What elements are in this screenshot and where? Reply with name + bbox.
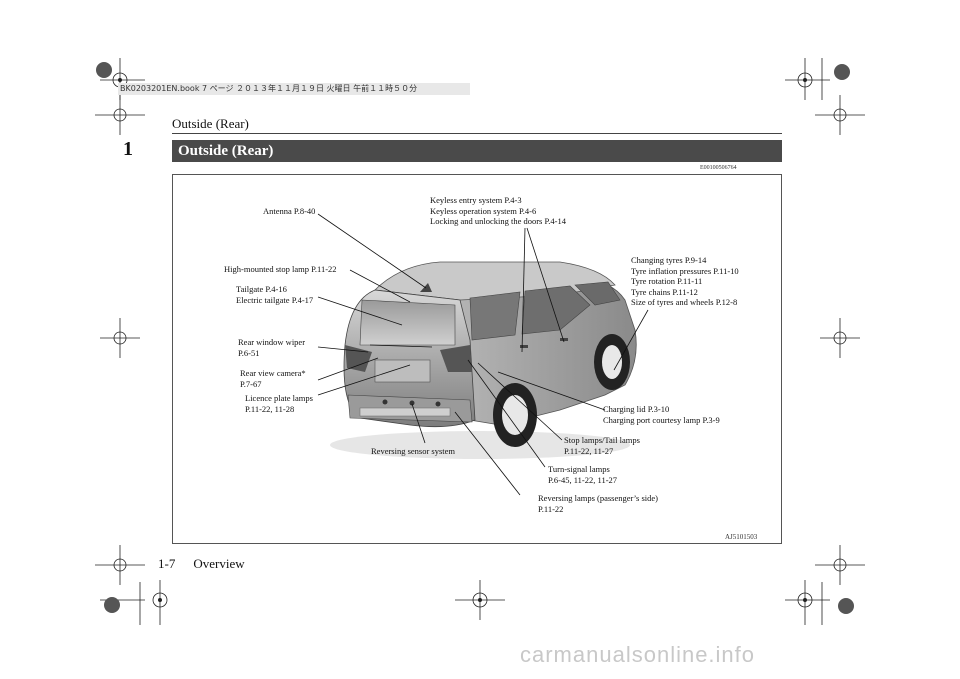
chapter-tab-number: 1 <box>123 138 133 160</box>
section-title: Outside (Rear) <box>172 140 782 162</box>
page-number: 1-7 <box>158 556 176 571</box>
figure-code: AJ5101503 <box>725 533 758 541</box>
callout-high-mounted-stop-lamp: High-mounted stop lamp P.11-22 <box>224 264 337 274</box>
callout-rear-view-camera: Rear view camera*P.7-67 <box>240 368 306 389</box>
section-code: E00100506764 <box>700 165 737 171</box>
chapter-name: Overview <box>193 556 245 571</box>
running-title: Outside (Rear) <box>172 116 249 131</box>
watermark[interactable]: carmanualsonline.info <box>520 642 756 667</box>
figure-frame <box>172 174 782 544</box>
callout-reversing-lamps: Reversing lamps (passenger’s side)P.11-2… <box>538 493 658 514</box>
header-rule <box>172 133 782 134</box>
print-header-strip: BK0203201EN.book 7 ページ ２０１３年１１月１９日 火曜日 午… <box>118 83 470 95</box>
page-footer: 1-7 Overview <box>158 556 263 572</box>
callout-reversing-sensor-system: Reversing sensor system <box>371 446 456 456</box>
callout-antenna: Antenna P.8-40 <box>263 206 316 216</box>
